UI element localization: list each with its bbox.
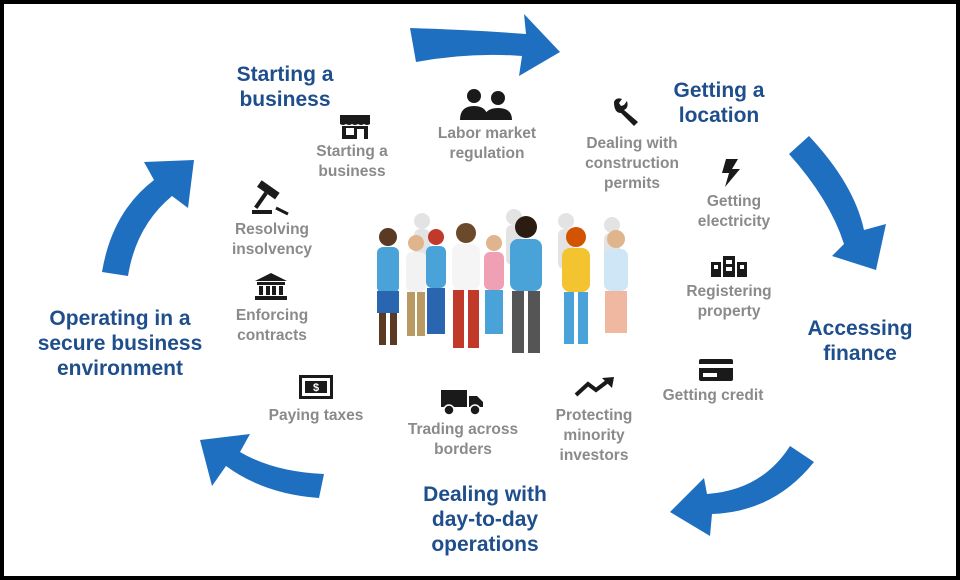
bank-icon	[254, 272, 288, 300]
person-3	[426, 229, 446, 334]
wrench-icon	[610, 96, 642, 128]
credit-card-icon	[698, 358, 734, 382]
stage-getting-location: Getting a location	[673, 79, 765, 127]
storefront-icon	[338, 114, 372, 140]
arrow-right-bottom	[670, 446, 814, 536]
arrow-left	[102, 160, 194, 276]
person-1	[377, 228, 399, 345]
diagram-frame: Starting a business Getting a location A…	[4, 4, 956, 576]
stage-secure-environment: Operating in a secure business environme…	[37, 307, 203, 380]
topic-enforcing-contracts: Enforcing contracts	[235, 307, 309, 344]
svg-text:$: $	[313, 382, 319, 394]
arrow-right-top	[789, 136, 886, 270]
truck-icon	[440, 388, 484, 416]
person-6-center	[510, 216, 542, 353]
topic-construction-permits: Dealing with construction permits	[585, 135, 679, 192]
gavel-icon	[250, 180, 290, 216]
topic-getting-electricity: Getting electricity	[697, 193, 771, 230]
person-8	[604, 230, 628, 333]
stage-accessing-finance: Accessing finance	[807, 317, 913, 365]
topic-resolving-insolvency: Resolving insolvency	[231, 221, 313, 258]
stage-day-to-day-operations: Dealing with day-to-day operations	[423, 483, 547, 556]
arrow-top	[410, 14, 560, 76]
person-2	[406, 235, 426, 336]
topic-trading-borders: Trading across borders	[407, 421, 519, 458]
dollar-bill-icon: $	[298, 374, 334, 400]
person-7	[562, 227, 590, 344]
topic-registering-property: Registering property	[686, 283, 772, 320]
arrow-bottom-left	[200, 434, 324, 498]
person-4-center	[452, 223, 480, 348]
lightning-icon	[720, 158, 742, 188]
topic-paying-taxes: Paying taxes	[268, 407, 364, 424]
topic-labor-market: Labor market regulation	[437, 125, 537, 162]
trend-line-icon	[574, 376, 616, 398]
topic-minority-investors: Protecting minority investors	[555, 407, 633, 464]
stage-starting-business: Starting a business	[236, 63, 334, 111]
topic-getting-credit: Getting credit	[662, 387, 764, 404]
crowd-illustration	[377, 209, 628, 353]
cycle-arrows	[102, 14, 886, 536]
person-5	[484, 235, 504, 334]
topic-starting-business: Starting a business	[316, 143, 388, 180]
buildings-icon	[710, 254, 748, 278]
people-icon	[456, 88, 516, 122]
